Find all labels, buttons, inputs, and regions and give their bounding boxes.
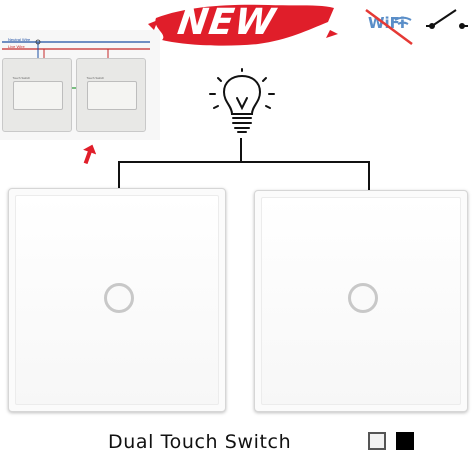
touch-button-right[interactable] <box>348 283 378 313</box>
neutral-wire-label: Neutral Wire <box>8 37 31 42</box>
switch-symbol-icon <box>426 9 468 29</box>
wifi-crossed-icon: WiFi <box>358 6 418 46</box>
wiring-diagram: Neutral Wire Live Wire Touch Switch Touc… <box>0 30 160 140</box>
color-swatch-white[interactable] <box>368 432 386 450</box>
red-arrow-icon <box>83 144 96 164</box>
module-label: Touch Switch <box>12 76 31 81</box>
module-label: Touch Switch <box>86 76 105 81</box>
new-banner: NEW <box>148 0 338 50</box>
switch-module-right: Touch Switch <box>76 58 146 132</box>
touch-button-left[interactable] <box>104 283 134 313</box>
lightbulb-icon <box>209 68 275 133</box>
live-wire-label: Live Wire <box>8 44 25 49</box>
switch-module-left: Touch Switch <box>2 58 72 132</box>
product-caption: Dual Touch Switch <box>108 431 292 453</box>
new-label: NEW <box>175 2 279 43</box>
touch-switch-panel-right <box>254 190 468 412</box>
color-swatch-black[interactable] <box>396 432 414 450</box>
touch-switch-panel-left <box>8 188 226 412</box>
